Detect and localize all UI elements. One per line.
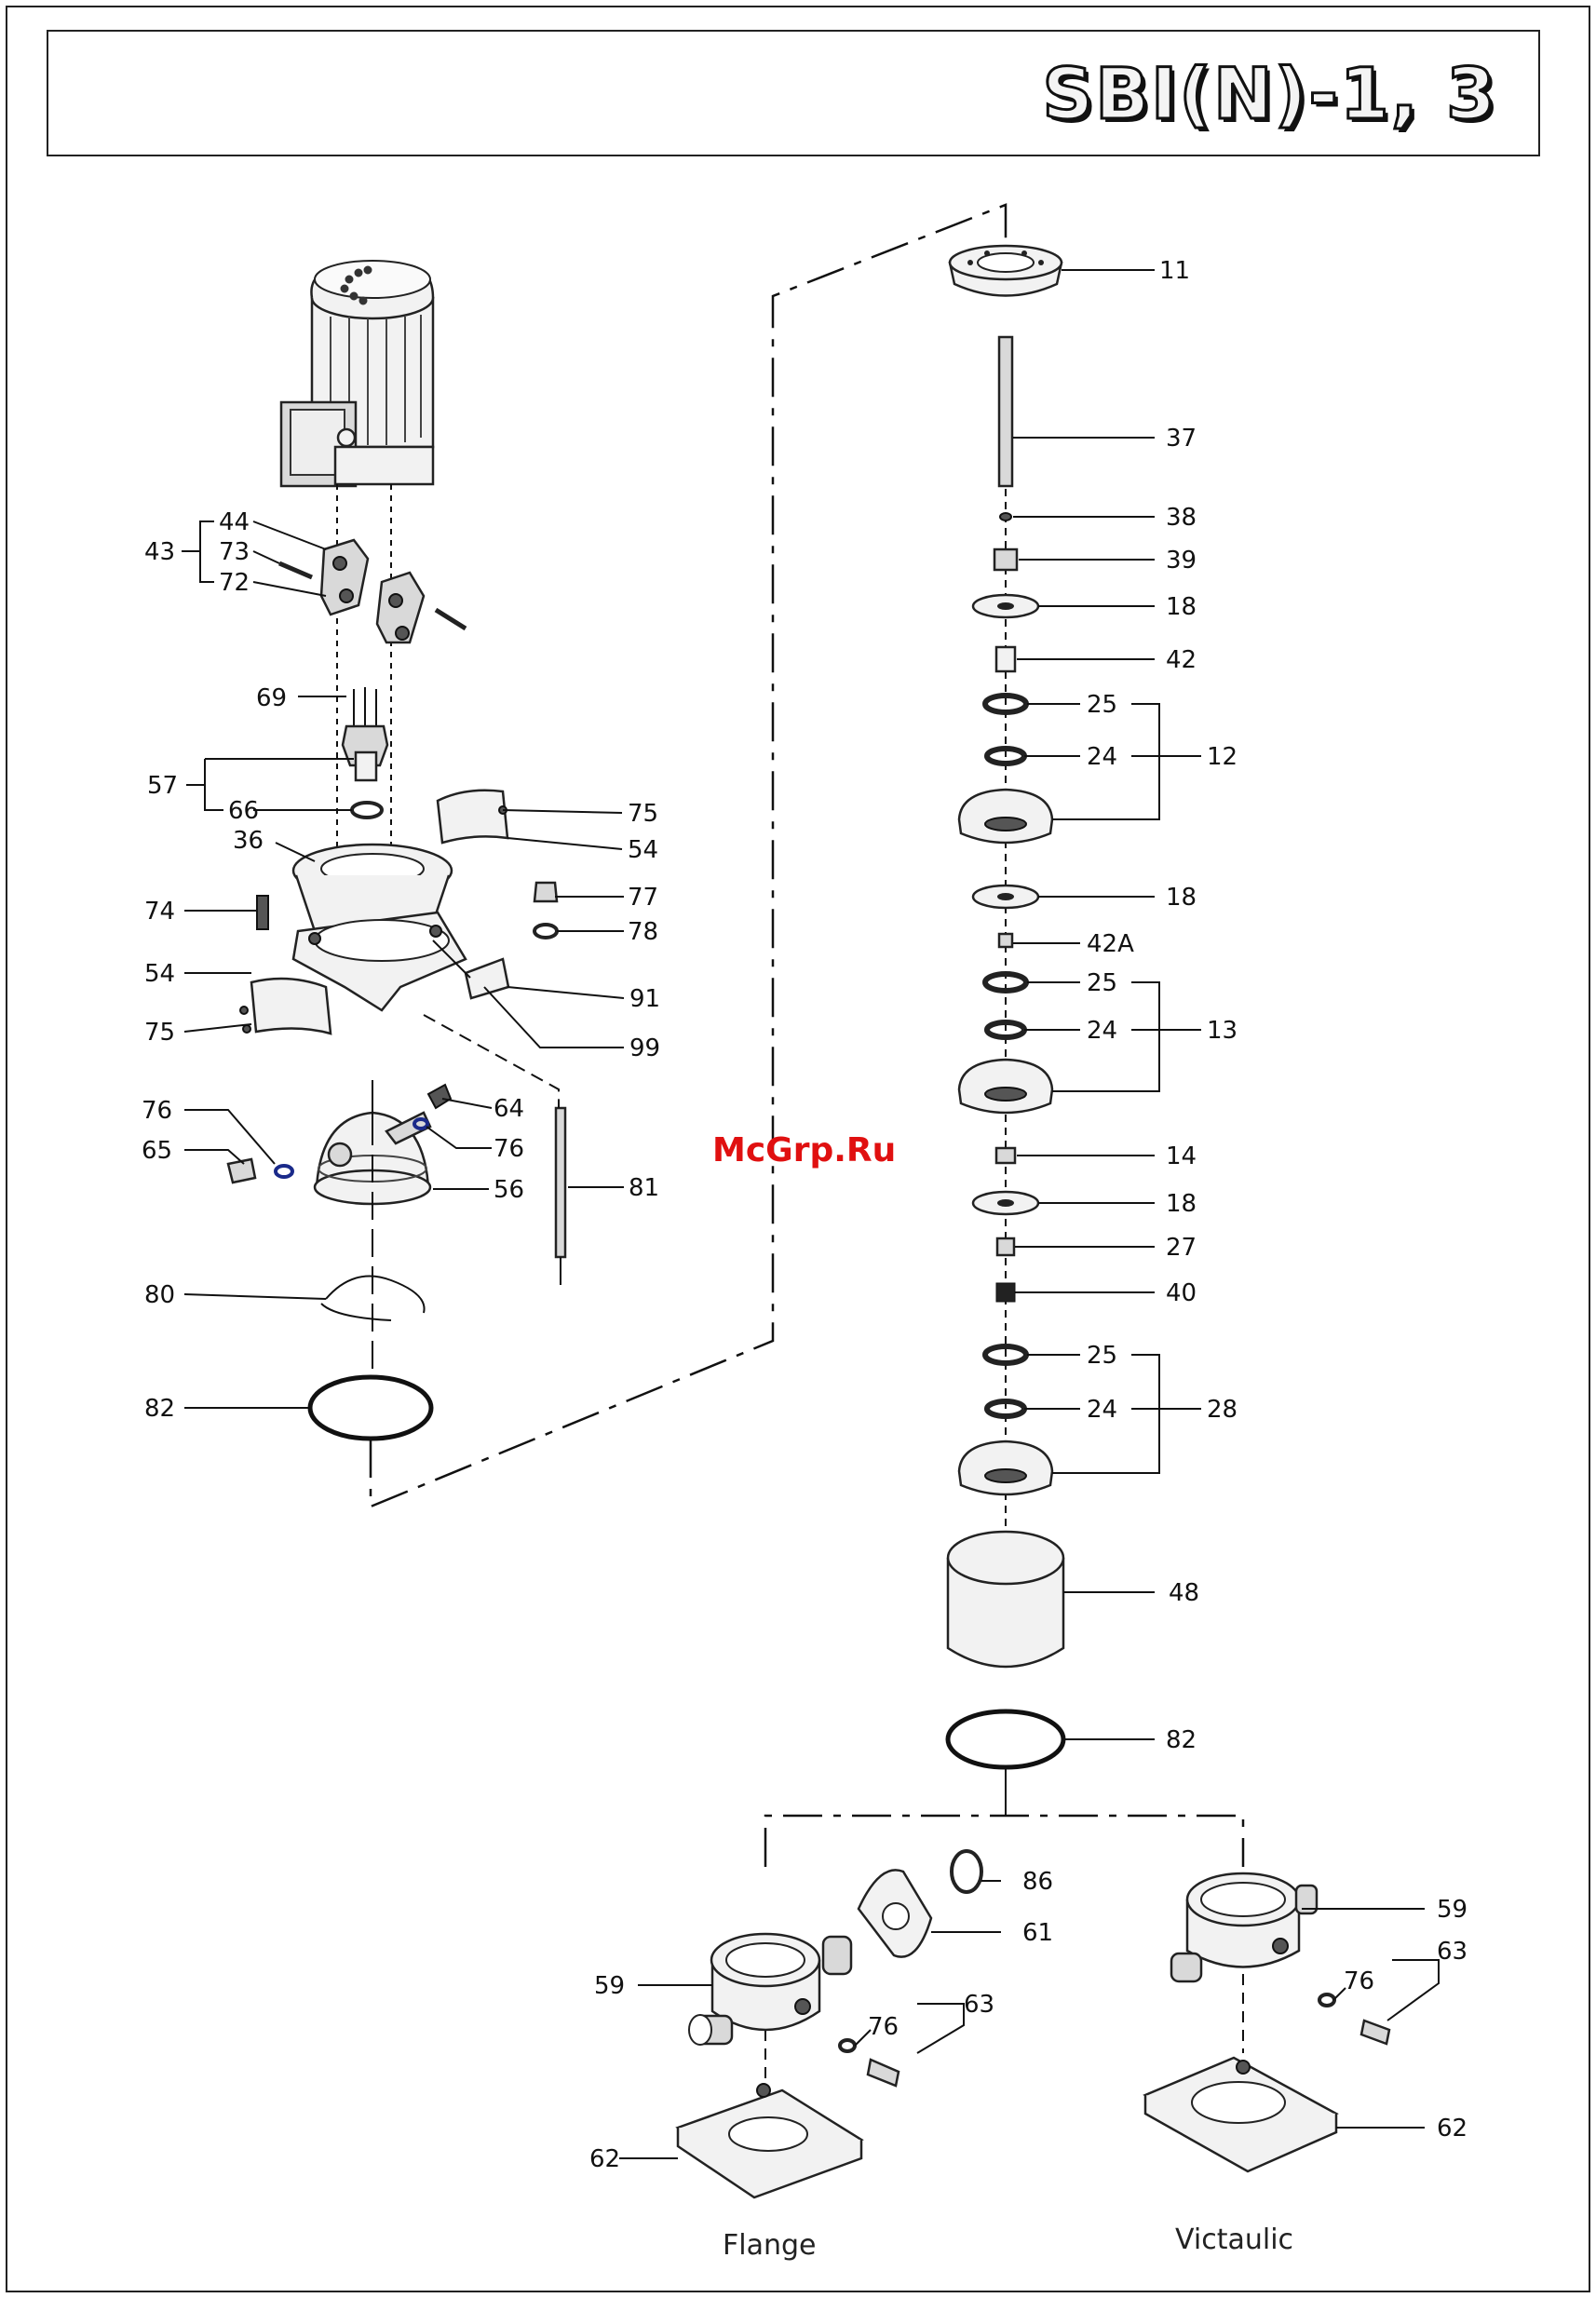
stage-28 — [959, 1148, 1052, 1494]
label-54-right: 54 — [628, 836, 658, 864]
label-78: 78 — [628, 918, 658, 946]
label-72: 72 — [219, 569, 250, 597]
label-54-left: 54 — [144, 960, 175, 988]
label-27: 27 — [1166, 1234, 1197, 1262]
label-69: 69 — [256, 684, 287, 712]
label-48: 48 — [1169, 1579, 1199, 1607]
label-62-victaulic: 62 — [1437, 2115, 1468, 2143]
label-65: 65 — [142, 1137, 172, 1165]
caption-flange: Flange — [723, 2229, 817, 2262]
label-76-flange: 76 — [868, 2013, 899, 2041]
o-ring-left — [310, 1377, 431, 1439]
caption-victaulic: Victaulic — [1175, 2224, 1293, 2256]
label-18-b: 18 — [1166, 884, 1197, 912]
label-77: 77 — [628, 884, 658, 912]
label-81: 81 — [629, 1174, 659, 1202]
label-12: 12 — [1207, 743, 1238, 771]
label-59-victaulic: 59 — [1437, 1896, 1468, 1924]
label-13: 13 — [1207, 1017, 1238, 1045]
label-76-b: 76 — [494, 1135, 524, 1163]
label-42: 42 — [1166, 646, 1197, 674]
label-82-right: 82 — [1166, 1726, 1197, 1754]
label-59-flange: 59 — [594, 1972, 625, 2000]
label-44: 44 — [219, 508, 250, 536]
label-14: 14 — [1166, 1142, 1197, 1170]
label-57: 57 — [147, 772, 178, 800]
right-labels: 11 37 38 39 18 42 25 24 12 18 42A 25 24 … — [1087, 257, 1238, 1754]
label-18-c: 18 — [1166, 1190, 1197, 1218]
label-82-left: 82 — [144, 1395, 175, 1423]
label-28: 28 — [1207, 1396, 1238, 1424]
label-24-c: 24 — [1087, 1396, 1117, 1424]
o-ring-right — [948, 1711, 1063, 1767]
label-25-b: 25 — [1087, 969, 1117, 997]
flange-plug — [840, 2040, 899, 2086]
shaft-parts — [973, 513, 1038, 671]
label-63-flange: 63 — [964, 1991, 994, 2019]
label-76-a: 76 — [142, 1097, 172, 1125]
sleeve-48 — [948, 1532, 1063, 1667]
label-86: 86 — [1022, 1868, 1053, 1896]
label-25-c: 25 — [1087, 1342, 1117, 1370]
label-73: 73 — [219, 538, 250, 566]
label-39: 39 — [1166, 547, 1197, 574]
label-75-left: 75 — [144, 1019, 175, 1047]
label-61: 61 — [1022, 1919, 1053, 1947]
label-42A: 42A — [1087, 930, 1134, 958]
label-66: 66 — [228, 797, 259, 825]
pump-head — [228, 1080, 451, 1204]
flange-base — [689, 1851, 981, 2045]
label-36: 36 — [233, 827, 264, 855]
label-24-a: 24 — [1087, 743, 1117, 771]
label-74: 74 — [144, 898, 175, 926]
label-75-right: 75 — [628, 800, 658, 828]
flange-base-plate — [678, 2084, 861, 2197]
label-63-victaulic: 63 — [1437, 1938, 1468, 1966]
label-91: 91 — [629, 985, 660, 1013]
captions: Flange Victaulic — [723, 2224, 1293, 2262]
label-25-a: 25 — [1087, 691, 1117, 719]
label-99: 99 — [629, 1034, 660, 1062]
label-18-a: 18 — [1166, 593, 1197, 621]
label-80: 80 — [144, 1281, 175, 1309]
pump-shaft — [999, 337, 1012, 486]
label-37: 37 — [1166, 425, 1197, 453]
coupling — [279, 540, 466, 642]
label-64: 64 — [494, 1095, 524, 1123]
label-56: 56 — [494, 1176, 524, 1204]
victaulic-base-plate — [1145, 2058, 1336, 2171]
label-24-b: 24 — [1087, 1017, 1117, 1045]
label-43: 43 — [144, 538, 175, 566]
label-76-victaulic: 76 — [1344, 1967, 1374, 1995]
label-62-flange: 62 — [589, 2145, 620, 2173]
label-38: 38 — [1166, 504, 1197, 532]
shaft-seal — [343, 687, 387, 818]
label-40: 40 — [1166, 1279, 1197, 1307]
upper-chamber-11 — [950, 246, 1062, 296]
watermark: McGrp.Ru — [712, 1131, 896, 1169]
label-11: 11 — [1159, 257, 1190, 285]
victaulic-base — [1171, 1873, 1389, 2044]
